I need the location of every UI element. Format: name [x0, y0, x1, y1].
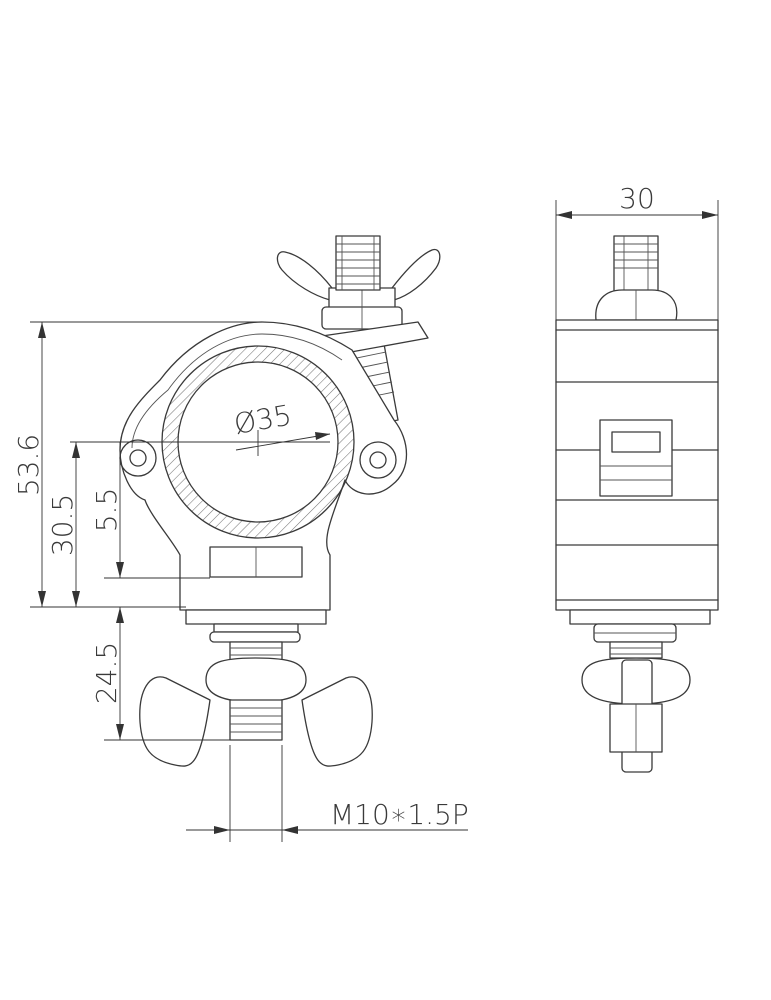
- axis-to-base-label: 30.5: [46, 494, 79, 556]
- base-block: [185, 546, 327, 625]
- thread-spec-label: M10∗1.5P: [330, 798, 469, 831]
- top-wing-nut: [276, 235, 441, 330]
- front-view: 53.6 30.5 5.5 24.5 Ø35 M10∗1.5P: [12, 235, 469, 842]
- base-to-bolt-label: 24.5: [90, 642, 123, 704]
- side-view: 30: [555, 182, 719, 773]
- overall-height-label: 53.6: [12, 434, 45, 496]
- side-width-label: 30: [619, 182, 655, 215]
- axis-to-body-label: 5.5: [90, 488, 123, 533]
- bottom-bolt: [139, 623, 373, 767]
- front-dimensions: [30, 321, 468, 842]
